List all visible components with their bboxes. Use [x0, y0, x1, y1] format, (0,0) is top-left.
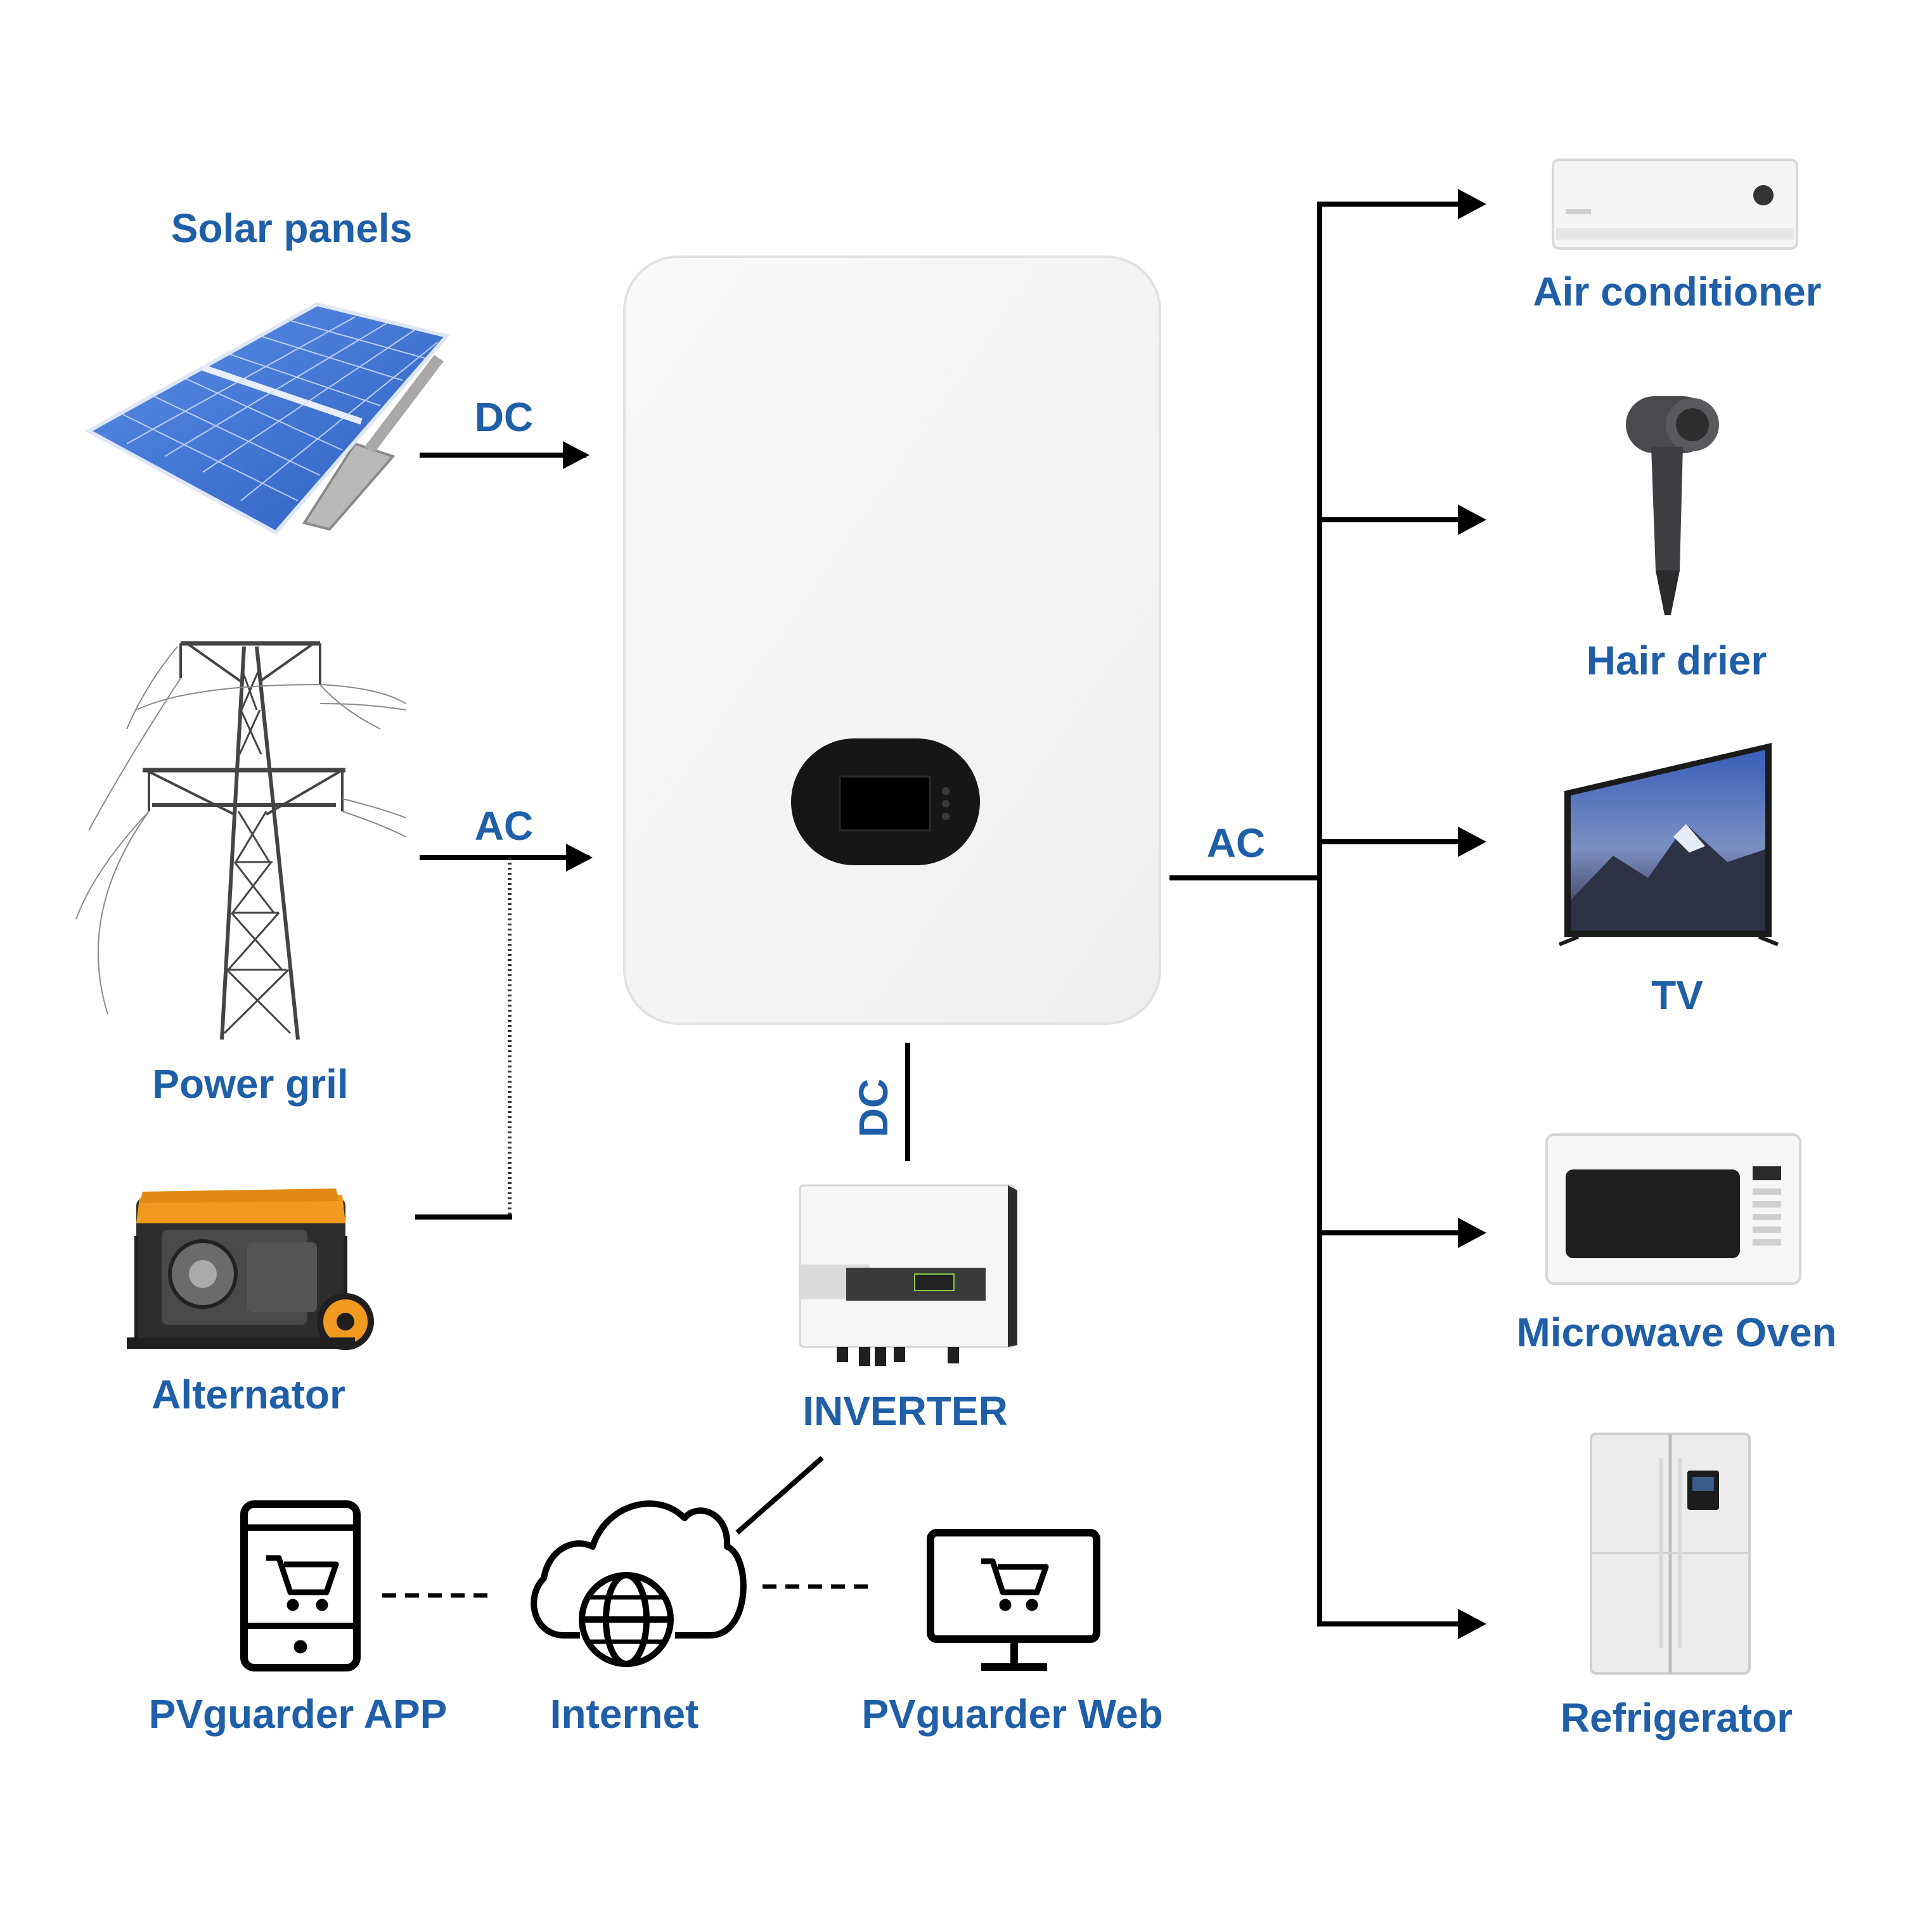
inverter-label: INVERTER [802, 1388, 1008, 1434]
power-grid-label: Power gril [152, 1061, 348, 1107]
load-hair-drier-label: Hair drier [1587, 638, 1767, 683]
phone-cart-icon [240, 1500, 361, 1671]
solar-panels-label: Solar panels [171, 205, 413, 251]
monitor-cart-icon [927, 1529, 1100, 1671]
solar-panels-icon [84, 302, 451, 535]
hair-drier-icon [1626, 396, 1719, 615]
load-branch-arrows [1317, 189, 1486, 1639]
refrigerator-icon [1590, 1433, 1751, 1675]
load-microwave-oven-label: Microwave Oven [1516, 1310, 1836, 1355]
battery-inverter-dc-label: DC [851, 1079, 896, 1137]
load-air-conditioner-label: Air conditioner [1533, 269, 1821, 314]
alternator-label: Alternator [151, 1372, 345, 1417]
air-conditioner-icon [1552, 158, 1798, 250]
microwave-icon [1545, 1133, 1801, 1285]
pvguarder-web-label: PVguarder Web [861, 1691, 1162, 1737]
power-tower-icon [75, 641, 406, 1040]
pvguarder-app-label: PVguarder APP [149, 1691, 448, 1737]
output-ac-label: AC [1207, 820, 1265, 866]
display-panel [791, 738, 980, 865]
inverter-icon [799, 1184, 1017, 1366]
grid-ac-label: AC [475, 803, 533, 849]
tv-icon [1558, 743, 1779, 946]
internet-label: Internet [550, 1691, 699, 1737]
energy-storage-unit [623, 255, 1161, 1025]
load-tv-label: TV [1651, 972, 1703, 1018]
cloud-globe-icon [531, 1500, 747, 1667]
solar-dc-label: DC [475, 394, 533, 440]
load-refrigerator-label: Refrigerator [1561, 1695, 1793, 1741]
alternator-icon [127, 1188, 374, 1350]
inverter-internet-link [735, 1455, 824, 1535]
